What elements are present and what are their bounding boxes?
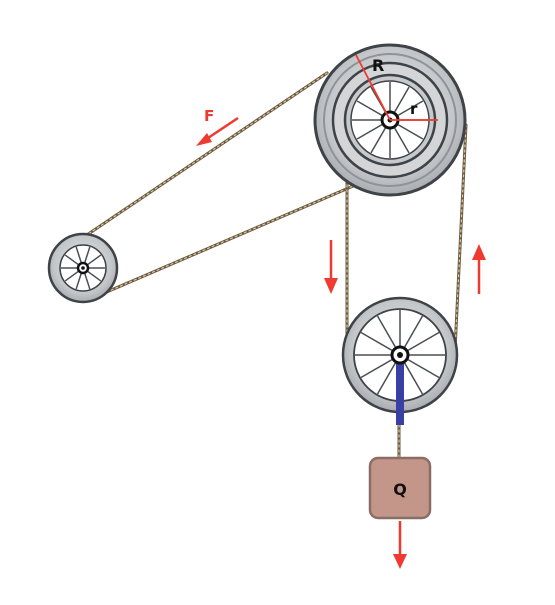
weight-arrow-icon	[393, 521, 407, 569]
force-arrow-icon	[196, 116, 239, 146]
load-block: Q	[368, 456, 432, 520]
left-wheel	[47, 232, 119, 304]
force-arrows: F	[196, 107, 486, 569]
spoke	[356, 123, 384, 140]
label-r: r	[410, 100, 418, 118]
spoke	[396, 100, 424, 117]
spoke	[396, 123, 424, 140]
spoke	[356, 100, 384, 117]
spoke	[406, 358, 440, 379]
hub-rod	[396, 355, 404, 425]
spoke	[64, 270, 80, 282]
pulley-spokes	[355, 310, 445, 400]
spoke	[86, 254, 102, 266]
spoke	[64, 254, 80, 266]
spoke	[360, 331, 394, 352]
spoke	[75, 272, 83, 290]
spoke	[83, 272, 91, 290]
left-wheel-spokes	[61, 246, 105, 290]
spoke	[83, 246, 91, 264]
spoke	[393, 86, 410, 114]
compound-wheel: R r	[313, 43, 467, 197]
spoke	[393, 126, 410, 154]
down-arrow-icon	[324, 240, 338, 294]
spoke	[75, 246, 83, 264]
spoke	[86, 270, 102, 282]
spoke	[376, 315, 397, 349]
spoke	[406, 331, 440, 352]
spoke	[370, 126, 387, 154]
label-Q: Q	[393, 480, 407, 499]
spoke	[360, 358, 394, 379]
movable-pulley	[341, 296, 459, 425]
spoke	[376, 361, 397, 395]
spoke	[403, 315, 424, 349]
radius-R-line	[355, 54, 391, 121]
spoke	[403, 361, 424, 395]
label-R: R	[372, 56, 384, 75]
up-arrow-icon	[472, 244, 486, 294]
label-F: F	[204, 107, 214, 125]
